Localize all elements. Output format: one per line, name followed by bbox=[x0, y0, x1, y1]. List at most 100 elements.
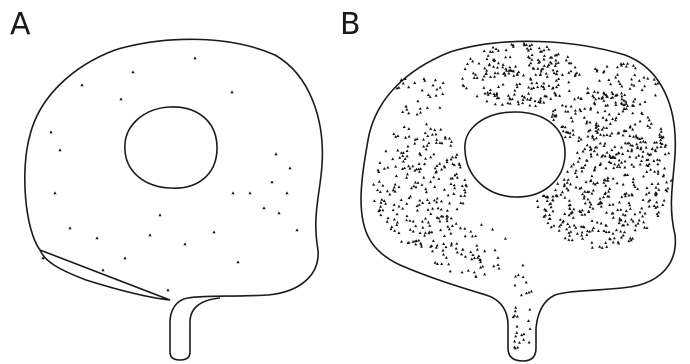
particle-b bbox=[583, 190, 586, 193]
particle-b bbox=[664, 143, 667, 146]
particle-b bbox=[456, 176, 459, 179]
particle-b bbox=[539, 97, 542, 100]
particle-b bbox=[437, 177, 440, 180]
particle-b bbox=[552, 118, 555, 121]
particle-b bbox=[638, 219, 641, 222]
particle-b bbox=[652, 159, 655, 162]
particle-b bbox=[567, 238, 570, 241]
particle-b bbox=[397, 231, 400, 234]
particle-b bbox=[610, 91, 613, 94]
particle-b bbox=[610, 148, 613, 151]
particle-b bbox=[604, 142, 607, 145]
particle-b bbox=[424, 187, 427, 190]
particle-b bbox=[623, 231, 626, 234]
particle-b bbox=[397, 205, 400, 208]
particle-b bbox=[501, 66, 504, 69]
particle-b bbox=[485, 100, 488, 103]
particle-b bbox=[657, 188, 660, 191]
particle-b bbox=[440, 142, 443, 145]
particle-b bbox=[617, 80, 620, 83]
particle-b bbox=[530, 82, 533, 85]
particle-b bbox=[642, 175, 645, 178]
particle-b bbox=[414, 181, 417, 184]
particle-b bbox=[531, 53, 534, 56]
particle-b bbox=[509, 102, 512, 105]
particle-b bbox=[527, 92, 530, 95]
particle-b bbox=[525, 292, 528, 295]
particle-b bbox=[464, 255, 467, 258]
particle-b bbox=[618, 165, 621, 168]
particle-b bbox=[585, 180, 588, 183]
particle-b bbox=[660, 145, 663, 148]
particle-b bbox=[530, 43, 533, 46]
particle-b bbox=[635, 156, 638, 159]
particle-b bbox=[456, 251, 459, 254]
particle-b bbox=[632, 64, 635, 67]
particle-b bbox=[467, 269, 470, 272]
particle-b bbox=[620, 102, 623, 105]
particle-b bbox=[542, 58, 545, 61]
particle-b bbox=[633, 213, 636, 216]
particle-b bbox=[646, 116, 649, 119]
particle-a bbox=[101, 268, 104, 271]
particle-b bbox=[379, 213, 382, 216]
particle-b bbox=[602, 116, 605, 119]
particle-b bbox=[434, 78, 437, 81]
particle-b bbox=[477, 62, 480, 65]
particle-b bbox=[557, 77, 560, 80]
particle-b bbox=[496, 72, 499, 75]
particle-b bbox=[597, 97, 600, 100]
particle-b bbox=[620, 146, 623, 149]
particle-b bbox=[537, 58, 540, 61]
particle-b bbox=[522, 74, 525, 77]
particle-b bbox=[405, 219, 408, 222]
particle-b bbox=[608, 154, 611, 157]
particle-b bbox=[653, 78, 656, 81]
particle-b bbox=[513, 314, 516, 317]
particle-b bbox=[607, 190, 610, 193]
particle-b bbox=[513, 93, 516, 96]
particle-b bbox=[391, 157, 394, 160]
particle-b bbox=[645, 186, 648, 189]
particle-b bbox=[584, 163, 587, 166]
particle-b bbox=[433, 199, 436, 202]
particle-b bbox=[553, 71, 556, 74]
particle-b bbox=[505, 48, 508, 51]
particle-a bbox=[262, 206, 265, 209]
particle-b bbox=[522, 275, 525, 278]
particle-b bbox=[398, 156, 401, 159]
particle-b bbox=[424, 231, 427, 234]
particle-b bbox=[643, 85, 646, 88]
particle-b bbox=[554, 108, 557, 111]
particle-b bbox=[626, 173, 629, 176]
particle-b bbox=[613, 237, 616, 240]
particle-b bbox=[522, 333, 525, 336]
particle-b bbox=[580, 213, 583, 216]
particle-b bbox=[581, 209, 584, 212]
particle-b bbox=[422, 138, 425, 141]
particle-b bbox=[617, 163, 620, 166]
particle-b bbox=[640, 207, 643, 210]
particle-b bbox=[450, 217, 453, 220]
particle-b bbox=[407, 127, 410, 130]
particle-b bbox=[642, 76, 645, 79]
particle-b bbox=[486, 57, 489, 60]
particle-b bbox=[664, 153, 667, 156]
particle-b bbox=[538, 47, 541, 50]
particle-b bbox=[413, 81, 416, 84]
particle-b bbox=[595, 137, 598, 140]
particle-b bbox=[666, 187, 669, 190]
particle-b bbox=[604, 167, 607, 170]
particle-b bbox=[564, 126, 567, 129]
particle-b bbox=[630, 78, 633, 81]
particle-b bbox=[568, 89, 571, 92]
particle-b bbox=[638, 79, 641, 82]
particle-b bbox=[602, 229, 605, 232]
particle-b bbox=[634, 67, 637, 70]
particle-b bbox=[393, 218, 396, 221]
particle-b bbox=[534, 104, 537, 107]
particle-b bbox=[380, 198, 383, 201]
particle-b bbox=[594, 166, 597, 169]
particle-b bbox=[465, 87, 468, 90]
particle-b bbox=[612, 216, 615, 219]
